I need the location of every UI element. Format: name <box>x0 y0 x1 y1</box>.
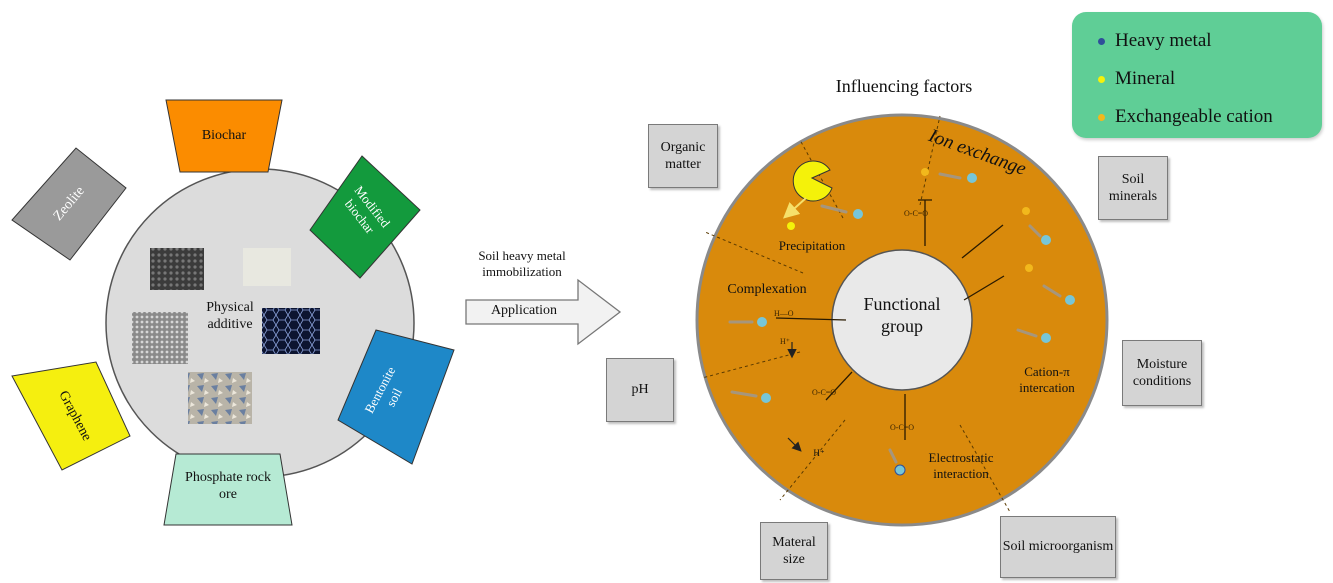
modified-biochar-petal <box>309 155 421 279</box>
soil-minerals-label: Soil minerals <box>1108 171 1158 205</box>
physical-additive-label: Physical additive <box>206 300 254 332</box>
precipitation-label: Precipitation <box>778 238 846 253</box>
moisture-label: Moisture conditions <box>1132 356 1192 390</box>
phosphate-petal <box>163 453 293 526</box>
svg-text:O-C=O: O-C=O <box>812 388 836 397</box>
cation-pi-label: Cation-π intercation <box>1019 364 1075 395</box>
legend-item-heavy-metal: Heavy metal <box>1098 30 1212 52</box>
graphene-petal <box>11 361 131 471</box>
biochar-label: Biochar <box>201 128 247 143</box>
mineral-shape <box>792 160 833 202</box>
organic-matter-label: Organic matter <box>660 139 706 173</box>
svg-text:H—O: H—O <box>774 309 794 318</box>
svg-text:O-C=O: O-C=O <box>904 209 928 218</box>
influencing-factors-title: Influencing factors <box>835 76 973 96</box>
h-plus-label: H⁺ <box>813 448 825 458</box>
phosphate-label: Phosphate rock ore <box>185 470 271 502</box>
ph-box: pH <box>606 358 674 422</box>
zeolite-petal <box>11 147 127 261</box>
material-size-label: Materal size <box>772 534 816 568</box>
ph-label: pH <box>631 382 649 398</box>
bentonite-petal <box>337 329 455 465</box>
biochar-petal <box>165 99 283 173</box>
moisture-box: Moisture conditions <box>1122 340 1202 406</box>
legend: Heavy metal Mineral Exchangeable cation <box>1072 12 1322 138</box>
organic-matter-box: Organic matter <box>648 124 718 188</box>
svg-text:O-C=O: O-C=O <box>890 423 914 432</box>
svg-text:H⁺: H⁺ <box>780 337 790 346</box>
electrostatic-label: Electrostatic interaction <box>928 450 994 481</box>
material-photo-2 <box>243 248 291 286</box>
legend-item-exchangeable-cation: Exchangeable cation <box>1098 106 1273 128</box>
soil-minerals-box: Soil minerals <box>1098 156 1168 220</box>
exchangeable-cation-dots <box>787 168 1033 272</box>
complexation-label: Complexation <box>727 282 807 297</box>
soil-microorganism-box: Soil microorganism <box>1000 516 1116 578</box>
heavy-metal-dot-icon <box>1098 37 1105 45</box>
legend-item-mineral: Mineral <box>1098 68 1175 90</box>
soil-microorganism-label: Soil microorganism <box>1002 539 1114 555</box>
application-label: Application <box>490 303 558 318</box>
heavy-metal-dots <box>757 173 1075 476</box>
mineral-dot-icon <box>1098 75 1105 83</box>
functional-group-label: Functional group <box>863 294 941 336</box>
application-arrow <box>465 278 622 346</box>
immobilization-label: Soil heavy metal immobilization <box>478 248 566 279</box>
exchangeable-cation-dot-icon <box>1098 113 1105 121</box>
material-size-box: Materal size <box>760 522 828 580</box>
